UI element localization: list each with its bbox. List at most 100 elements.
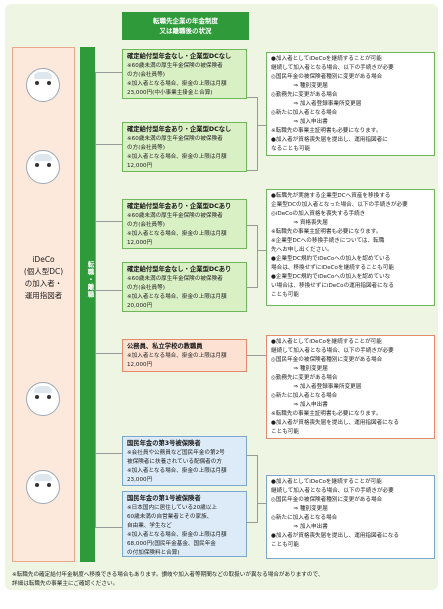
procedure-line: ●転職先が実施する企業型DCへ資産を移換する [271, 193, 391, 199]
status-box-public-servant: 公務員、私立学校の教職員 ※加入者となる場合、掛金の上限は月額 12,000円 [122, 339, 247, 372]
status-line: ※加入者となる場合、掛金の上限は月額 [127, 532, 227, 538]
procedure-line: ⇒ 種別変更届 [271, 506, 328, 512]
status-line: 20,000円 [127, 303, 153, 309]
status-title: 国民年金の第1号被保険者 [127, 495, 201, 502]
branch-line [95, 221, 122, 222]
status-box-db-dc: 確定給付型年金あり・企業型DCあり ※60歳未満の厚生年金保険の被保険者 の方(… [122, 199, 247, 249]
status-line: 68,000円(国民年金基金、国民年金 [127, 541, 216, 547]
procedure-box-2: ●転職先が実施する企業型DCへ資産を移換する 企業型DCの加入者となった場合、以… [266, 189, 435, 306]
status-line: ※加入者となる場合、掛金の上限は月額 [127, 81, 227, 87]
status-box-db-no-dc: 確定給付型年金あり・企業型DCなし ※60歳未満の厚生年金保険の被保険者 の方(… [122, 122, 247, 172]
join-line [247, 355, 266, 356]
procedure-box-3: ●加入者としてiDeCoを継続することが可能 継続して加入者となる場合、以下の手… [266, 335, 435, 439]
procedure-line: ⇒ 加入申出書 [271, 119, 328, 125]
status-line: ※加入者となる場合、掛金の上限は月額 [127, 468, 227, 474]
status-line: ※60歳未満の厚生年金保険の被保険者 [127, 136, 223, 142]
procedure-line: い場合は、移換せずにiDeCoの運用指図者になる [271, 283, 394, 289]
join-line [247, 522, 257, 523]
procedure-line: ●加入者が資格喪失届を提出し、運用指図者になる [271, 533, 399, 539]
footnote-line-2: 詳細は転職先の事業主にご確認ください。 [12, 581, 119, 587]
header-box: 転職先企業の年金制度 又は離職後の状況 [122, 12, 249, 40]
branch-line [95, 72, 122, 73]
join-line [257, 455, 258, 523]
procedure-line: ◎勤務先に変更がある場合 [271, 92, 338, 98]
join-line [257, 503, 266, 504]
join-line [247, 287, 257, 288]
left-label-line-4: 運用指図者 [24, 291, 63, 300]
procedure-line: 先へお申し出ください。 [271, 247, 333, 253]
procedure-line: ◎iDeCoの加入資格を喪失する手続き [271, 211, 366, 217]
procedure-box-1: ●加入者としてiDeCoを継続することが可能 継続して加入者となる場合、以下の手… [266, 52, 435, 156]
join-line [247, 455, 257, 456]
status-line: の方(会社員等) [127, 72, 165, 78]
branch-line [95, 453, 122, 454]
status-line: ※加入者となる場合、掛金の上限は月額 [127, 154, 227, 160]
transition-bar [80, 47, 95, 562]
mascot-cap-icon [26, 150, 60, 184]
footnote-line-1: ※転職先の確定給付年金制度へ移換できる場合もあります。讃岐や加入者等期間などの取… [12, 572, 324, 578]
procedure-line: ◎国民年金の被保険者種別に変更がある場合 [271, 74, 383, 80]
status-line: 23,000円 [127, 477, 153, 483]
procedure-line: ⇒ 種別変更届 [271, 366, 328, 372]
status-line: ※会社員や公務員など国民年金の第2号 [127, 450, 225, 456]
branch-line [95, 353, 122, 354]
mascot-chef-icon [26, 68, 60, 102]
status-line: ※加入者となる場合、掛金の上限は月額 [127, 294, 227, 300]
status-line: 12,000円 [127, 362, 153, 368]
status-line: ※日本国内に居住している20歳以上 [127, 505, 217, 511]
status-title: 公務員、私立学校の教職員 [127, 343, 203, 350]
status-line: ※60歳未満の厚生年金保険の被保険者 [127, 276, 223, 282]
left-label: iDeCo (個人型DC) の加入者・ 運用指図者 [12, 254, 75, 302]
status-box-no-db-no-dc: 確定給付型年金なし・企業型DCなし ※60歳未満の厚生年金保険の被保険者 の方(… [122, 49, 247, 99]
mascot-parent-icon [26, 470, 60, 504]
procedure-line: ◎勤務先に変更がある場合 [271, 375, 338, 381]
procedure-line: ⇒ 加入申出書 [271, 524, 328, 530]
status-line: の方(会社員等) [127, 285, 165, 291]
procedure-line: ※転職先の事業主証明書も必要になります。 [271, 128, 382, 134]
procedure-line: ⇒ 種別変更届 [271, 83, 328, 89]
status-line: ※加入者となる場合、掛金の上限は月額 [127, 231, 227, 237]
status-line: の方(会社員等) [127, 145, 165, 151]
join-line [247, 225, 257, 226]
procedure-line: ことも可能 [271, 429, 299, 435]
left-label-line-1: iDeCo [32, 255, 55, 264]
status-line: 60歳未満の自営業者とその家族、 [127, 514, 213, 520]
status-line: ※60歳未満の厚生年金保険の被保険者 [127, 213, 223, 219]
join-line [247, 97, 257, 98]
procedure-line: ⇒ 加入者登録事業所変更届 [271, 101, 362, 107]
branch-line [95, 144, 122, 145]
procedure-line: ◎国民年金の被保険者種別に変更がある場合 [271, 357, 383, 363]
procedure-line: ◎国民年金の被保険者種別に変更がある場合 [271, 497, 383, 503]
header-line-1: 転職先企業の年金制度 [153, 17, 218, 25]
procedure-box-4: ●加入者としてiDeCoを継続することが可能 継続して加入者となる場合、以下の手… [266, 475, 435, 559]
status-title: 確定給付型年金なし・企業型DCあり [127, 266, 232, 273]
left-label-line-2: (個人型DC) [23, 267, 64, 276]
join-line [257, 250, 266, 251]
procedure-line: ●加入者としてiDeCoを継続することが可能 [271, 339, 382, 345]
procedure-line: ●加入者が資格喪失届を提出し、運用指図者に [271, 137, 388, 143]
procedure-line: ⇒ 加入申出書 [271, 402, 328, 408]
status-title: 確定給付型年金あり・企業型DCあり [127, 203, 232, 210]
status-title: 確定給付型年金なし・企業型DCなし [127, 53, 232, 60]
procedure-line: 企業型DCの加入者となった場合、以下の手続きが必要 [271, 202, 408, 208]
join-line [257, 225, 258, 288]
procedure-line: 継続して加入者となる場合、以下の手続きが必要 [271, 348, 394, 354]
procedure-line: ◎新たに加入者となる場合 [271, 110, 338, 116]
footnote: ※転職先の確定給付年金制度へ移換できる場合もあります。讃岐や加入者等期間などの取… [12, 571, 437, 589]
status-line: 自由業、学生など [127, 523, 172, 529]
status-box-no-db-dc: 確定給付型年金なし・企業型DCあり ※60歳未満の厚生年金保険の被保険者 の方(… [122, 262, 247, 312]
procedure-line: ◎新たに加入者となる場合 [271, 393, 338, 399]
status-title: 確定給付型年金あり・企業型DCなし [127, 126, 232, 133]
status-box-category-1: 国民年金の第1号被保険者 ※日本国内に居住している20歳以上 60歳未満の自営業… [122, 491, 247, 557]
status-line: 12,000円 [127, 163, 153, 169]
procedure-line: 継続して加入者となる場合、以下の手続きが必要 [271, 65, 394, 71]
join-line [257, 97, 258, 171]
status-line: の方(会社員等) [127, 222, 165, 228]
procedure-line: ●加入者が資格喪失届を提出し、運用指図者になる [271, 420, 399, 426]
procedure-line: ●企業型DC規約でiDeCoへの加入を認めていな [271, 274, 391, 280]
status-line: 被保険者に扶養されている配偶者の方 [127, 459, 222, 465]
header-line-2: 又は離職後の状況 [159, 27, 212, 35]
procedure-line: ●加入者としてiDeCoを継続することが可能 [271, 479, 382, 485]
procedure-line: ※転職先の事業主証明書も必要になります。 [271, 411, 382, 417]
branch-line [95, 527, 122, 528]
